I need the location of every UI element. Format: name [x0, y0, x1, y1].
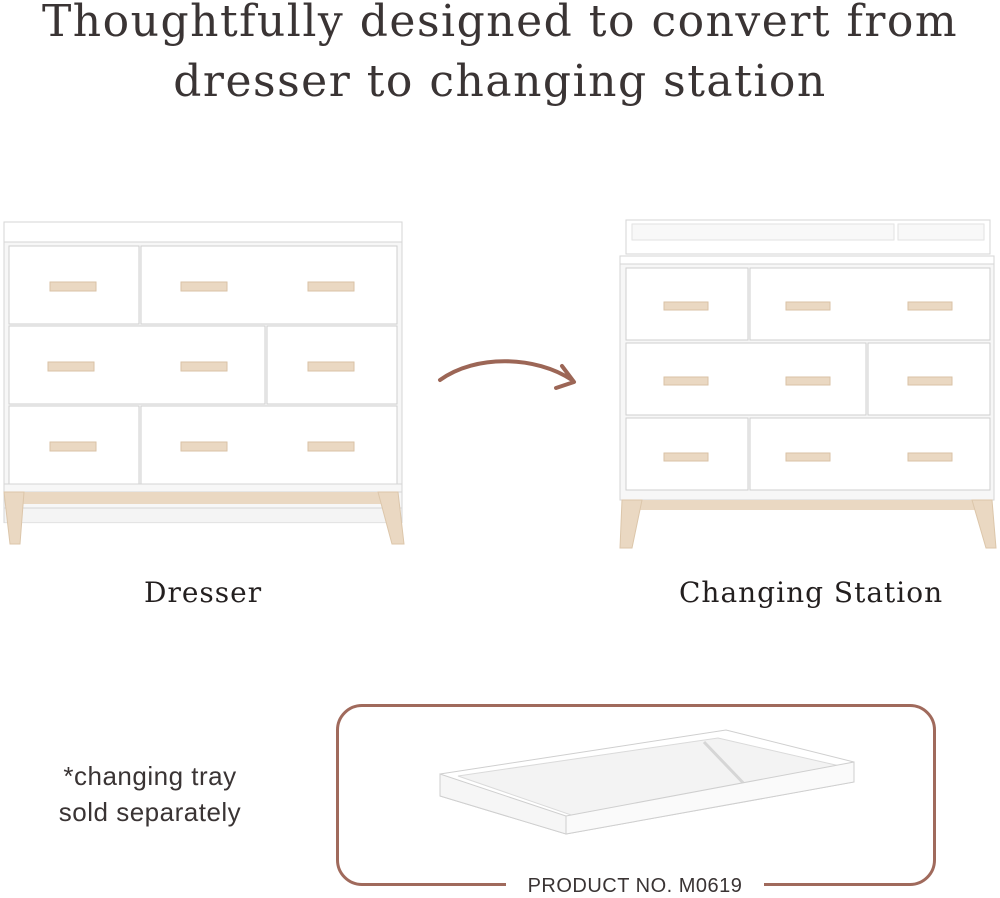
dresser-image: [3, 221, 405, 545]
headline: Thoughtfully designed to convert from dr…: [0, 0, 1000, 112]
changing-tray-image: [439, 729, 855, 835]
note-line-1: *changing tray: [63, 761, 237, 791]
note-line-2: sold separately: [58, 797, 242, 827]
changing-station-image: [619, 219, 997, 549]
caption-changing-station: Changing Station: [679, 576, 944, 609]
changing-tray-note: *changing tray sold separately: [40, 758, 260, 830]
product-number-label: PRODUCT NO. M0619: [506, 874, 764, 898]
arrow-icon: [438, 359, 576, 390]
caption-dresser: Dresser: [144, 576, 263, 609]
headline-line-1: Thoughtfully designed to convert from: [41, 0, 959, 47]
headline-line-2: dresser to changing station: [173, 56, 827, 107]
